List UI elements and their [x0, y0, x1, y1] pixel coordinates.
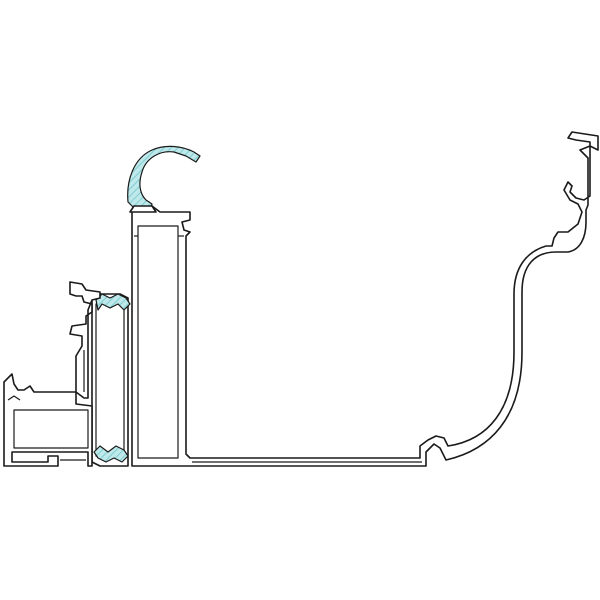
gutter-profile [131, 131, 599, 467]
glazing-gasket-bottom [93, 445, 129, 463]
frame-profile [3, 373, 93, 467]
mullion-profile [91, 293, 129, 467]
sash-profile [69, 281, 101, 399]
snap-cover-gasket [127, 145, 201, 213]
glazing-gasket-top [95, 293, 131, 311]
